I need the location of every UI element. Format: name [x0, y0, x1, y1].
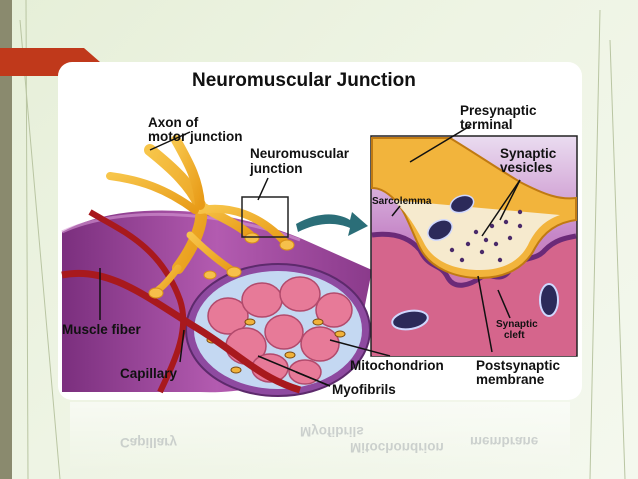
panel-reflection: Capillary Myofibrils Mitochondrion membr… — [70, 402, 570, 472]
label-sarcolemma: Sarcolemma — [372, 196, 432, 207]
label-mitochondrion: Mitochondrion — [350, 358, 444, 373]
svg-text:membrane: membrane — [470, 434, 539, 449]
label-muscle-fiber: Muscle fiber — [62, 322, 142, 337]
decorative-lines — [19, 0, 626, 479]
svg-text:Capillary: Capillary — [120, 435, 178, 450]
svg-text:Myofibrils: Myofibrils — [300, 424, 364, 439]
svg-text:Mitochondrion: Mitochondrion — [350, 440, 444, 455]
muscle-fiber-illustration — [61, 135, 372, 397]
zoom-arrow-icon — [296, 212, 368, 236]
leader-lines — [99, 125, 521, 387]
inset-detail — [370, 135, 578, 357]
label-capillary: Capillary — [120, 366, 178, 381]
label-myofibrils: Myofibrils — [332, 382, 396, 397]
diagram-title: Neuromuscular Junction — [192, 70, 416, 91]
left-sidebar — [0, 0, 12, 479]
